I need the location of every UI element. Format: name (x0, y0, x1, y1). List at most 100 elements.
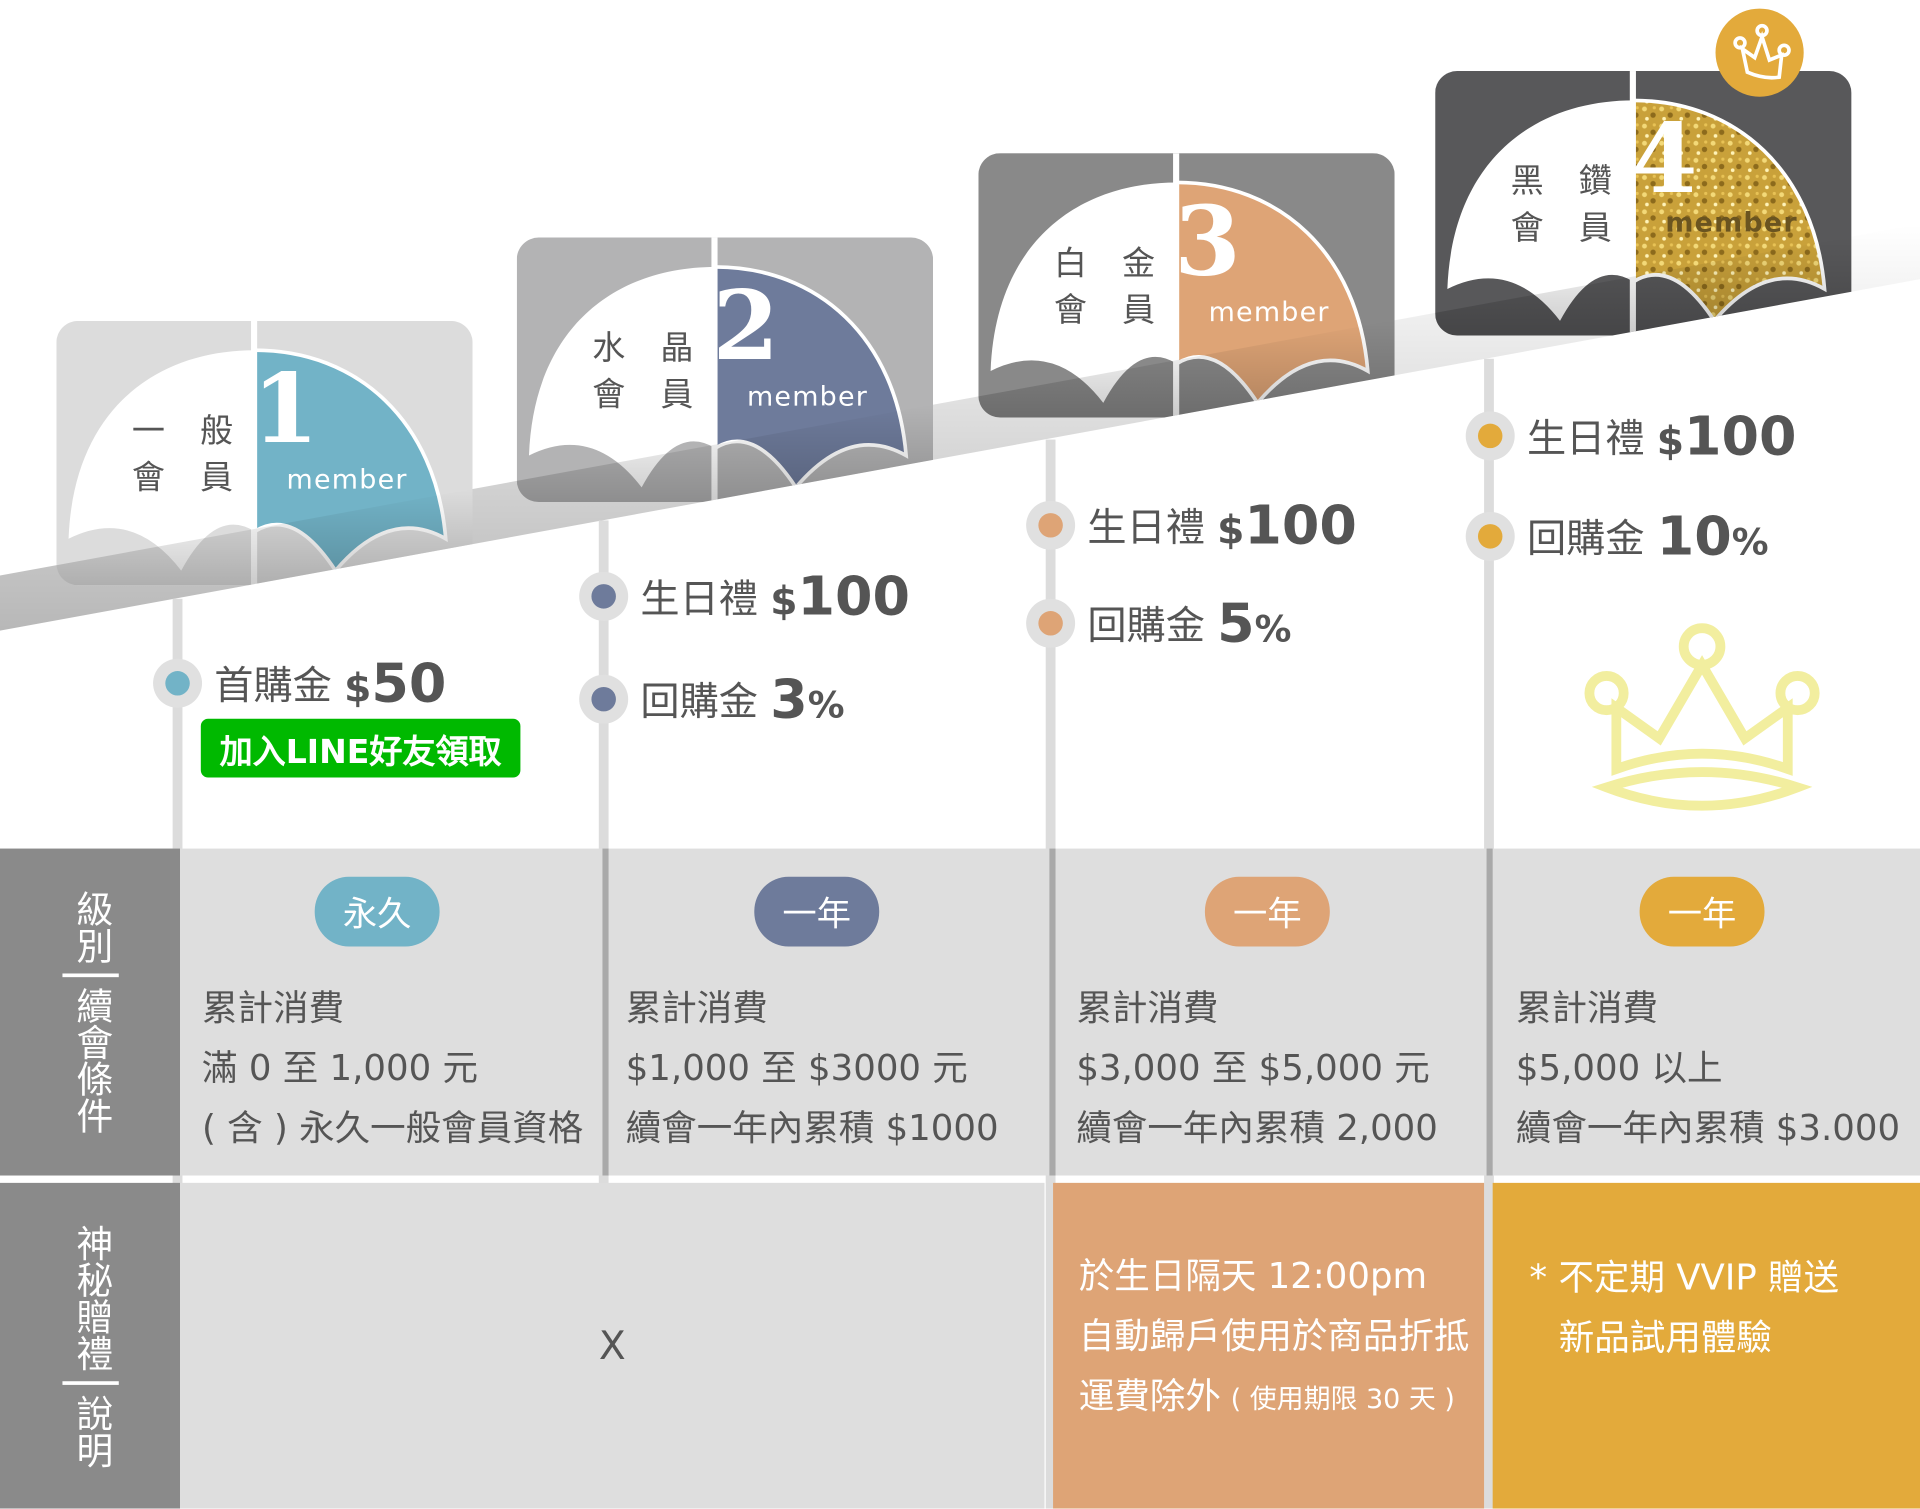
benefit-item: 生日禮$100 (1465, 405, 1797, 467)
bullet-icon (1465, 511, 1515, 561)
tier-number: 3 (1174, 186, 1241, 298)
bullet-dot (165, 671, 190, 696)
umbrella-icon (56, 320, 473, 586)
condition-line: ( 含 ) 永久一般會員資格 (202, 1106, 584, 1149)
benefit-amount: 50 (371, 652, 447, 715)
bullet-icon (1026, 500, 1076, 550)
tier-name: 白 金會 員 (1047, 241, 1174, 334)
gift-line: * 不定期 VVIP 贈送 (1529, 1256, 1840, 1298)
benefit-currency: $ (770, 577, 798, 624)
duration-badge: 一年 (1204, 876, 1330, 947)
tier-member-label: member (286, 465, 408, 496)
gift-line-main: 運費除外 (1078, 1375, 1221, 1417)
benefit-label: 回購金 (1087, 602, 1205, 649)
benefit-label: 生日禮 (1526, 415, 1645, 462)
bullet-dot (1038, 611, 1063, 636)
crown-outline-icon (1580, 622, 1825, 817)
bullet-icon (1026, 598, 1076, 648)
benefit-amount: 100 (1684, 404, 1797, 468)
tier-number: 2 (712, 270, 780, 383)
tier-name-line: 會 員 (1053, 291, 1168, 330)
benefit-item: 生日禮$100 (1026, 494, 1357, 557)
bullet-icon (579, 674, 629, 724)
tier-name: 一 般會 員 (125, 409, 252, 502)
gift-line: 運費除外 ( 使用期限 30 天 ) (1079, 1367, 1470, 1431)
gift-text: * 不定期 VVIP 贈送新品試用體驗 (1529, 1248, 1839, 1368)
tier-name-line: 一 般 (131, 412, 246, 451)
condition-line: 續會一年內累積 2,000 (1076, 1106, 1438, 1149)
benefit-label: 回購金 (1526, 515, 1645, 563)
benefit-item: 生日禮$100 (579, 565, 910, 628)
bullet-icon (1465, 411, 1515, 461)
benefit-amount: 100 (1244, 494, 1357, 557)
duration-badge: 永久 (314, 876, 440, 947)
benefit-suffix: % (1254, 607, 1292, 651)
benefit-suffix: % (807, 683, 845, 727)
bullet-icon (153, 658, 203, 708)
bullet-dot (591, 584, 616, 609)
tier-name-line: 白 金 (1053, 244, 1168, 283)
benefit-label: 回購金 (640, 678, 758, 725)
row-label-gifts: 神秘贈禮說明 (0, 1182, 181, 1509)
join-line-button[interactable]: 加入LINE好友領取 (200, 718, 521, 778)
benefit-item: 首購金$50 (153, 652, 446, 714)
duration-badge: 一年 (754, 876, 880, 947)
condition-line: 累計消費 (202, 986, 345, 1029)
benefit-currency: $ (344, 664, 372, 711)
tier-name-line: 會 員 (592, 375, 706, 414)
benefit-amount: 3 (770, 667, 808, 731)
benefit-value: $100 (770, 565, 910, 627)
condition-line: 續會一年內累積 $1000 (625, 1106, 999, 1149)
benefit-value: 10% (1657, 505, 1769, 567)
bullet-dot (1477, 524, 1503, 549)
gift-line: 新品試用體驗 (1558, 1316, 1772, 1358)
tier-member-label: member (1208, 297, 1330, 329)
condition-text: 累計消費 $1,000 至 $3000 元續會一年內累積 $1000 (626, 978, 999, 1158)
bullet-dot (1477, 423, 1503, 449)
tier-member-label: member (746, 382, 869, 413)
conditions-row: 永久累計消費滿 0 至 1,000 元 ( 含 ) 永久一般會員資格 一年累計消費 $… (0, 848, 1920, 1176)
condition-text: 累計消費滿 0 至 1,000 元 ( 含 ) 永久一般會員資格 (202, 978, 583, 1158)
condition-line: 累計消費 (1076, 986, 1219, 1029)
condition-line: 累計消費 (1515, 986, 1658, 1029)
tier-number: 1 (252, 353, 319, 466)
benefit-currency: $ (1217, 506, 1245, 553)
benefit-item: 回購金 5% (1026, 592, 1291, 654)
condition-line: 續會一年內累積 $3.000 (1515, 1106, 1901, 1149)
gift-cell-none: X (180, 1182, 1045, 1509)
benefit-value: 3% (770, 668, 844, 730)
benefit-amount: 5 (1217, 592, 1255, 655)
crown-icon (1715, 8, 1804, 97)
tier-name: 水 晶會 員 (585, 326, 712, 419)
column-divider (1486, 848, 1493, 1176)
tier-name-line: 黑 鑽 (1510, 162, 1625, 201)
condition-text: 累計消費 $5,000 以上續會一年內累積 $3.000 (1516, 978, 1900, 1158)
condition-line: 滿 0 至 1,000 元 (202, 1046, 478, 1089)
benefit-value: $100 (1217, 494, 1357, 556)
benefit-label: 生日禮 (1087, 504, 1205, 552)
gift-line-note: ( 使用期限 30 天 ) (1230, 1384, 1455, 1416)
bullet-dot (591, 686, 616, 712)
umbrella-icon (1435, 71, 1852, 336)
benefit-amount: 100 (797, 565, 910, 628)
condition-line: 累計消費 (625, 986, 768, 1029)
benefit-value: 5% (1217, 592, 1291, 654)
condition-line: $3,000 至 $5,000 元 (1076, 1046, 1430, 1089)
benefit-currency: $ (1656, 416, 1685, 464)
tier-name-line: 會 員 (1510, 209, 1625, 248)
condition-line: $5,000 以上 (1515, 1046, 1723, 1089)
tier-member-label: member (1665, 208, 1798, 239)
divider (61, 1380, 119, 1385)
benefit-value: $50 (344, 652, 446, 714)
condition-line: $1,000 至 $3000 元 (625, 1046, 968, 1089)
gift-line: 於生日隔天 12:00pm (1078, 1255, 1428, 1297)
tier-name-line: 水 晶 (592, 329, 706, 368)
benefit-value: $100 (1657, 405, 1797, 467)
umbrella-icon (516, 237, 934, 503)
gift-none-text: X (598, 1322, 626, 1369)
